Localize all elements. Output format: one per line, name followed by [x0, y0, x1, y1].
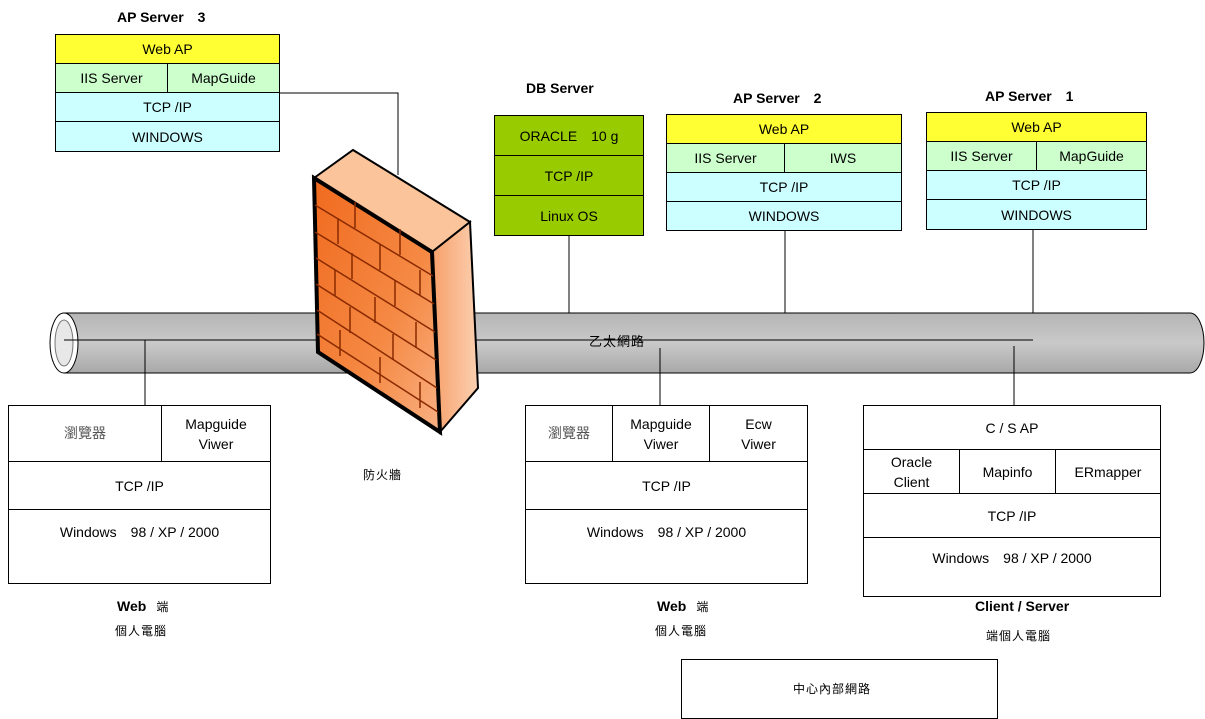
wc2-os-text: Windows 98 / XP / 2000	[586, 524, 747, 540]
wc2-caption-line2: 個人電腦	[655, 624, 708, 638]
ap3-os: WINDOWS	[55, 121, 280, 152]
ap2-os: WINDOWS	[666, 201, 902, 231]
ap-server-2-title: AP Server 2	[733, 90, 822, 106]
wc1-viewer-line1: Mapguide	[185, 415, 247, 432]
db-os: Linux OS	[494, 195, 644, 236]
wc1-caption-cjk: 端	[156, 600, 169, 614]
connector-ap3	[279, 92, 399, 175]
wc1-tcpip: TCP /IP	[8, 461, 271, 510]
wc2-ecw-line2: Viwer	[741, 435, 776, 452]
wc1-caption-en: Web	[117, 598, 147, 614]
ap3-tcpip: TCP /IP	[55, 92, 280, 122]
db-oracle: ORACLE 10 g	[494, 115, 644, 156]
ap3-iis-server: IIS Server	[55, 63, 168, 93]
ap2-web-ap: Web AP	[666, 114, 902, 144]
wc2-caption-en: Web	[657, 598, 687, 614]
cs-tcpip: TCP /IP	[863, 493, 1161, 538]
ap1-tcpip: TCP /IP	[926, 170, 1147, 200]
wc1-os: Windows 98 / XP / 2000	[8, 509, 271, 584]
ap1-os: WINDOWS	[926, 199, 1147, 230]
firewall-icon	[311, 148, 480, 436]
firewall-label: 防火牆	[363, 468, 403, 482]
cs-oracle-line2: Client	[893, 473, 930, 490]
wc1-caption-line2: 個人電腦	[115, 624, 168, 638]
wc2-viewer-line2: Viwer	[643, 435, 679, 452]
wc2-tcpip: TCP /IP	[525, 461, 808, 510]
wc1-mapguide-viewer: Mapguide Viwer	[161, 405, 271, 462]
cs-caption-line1: Client / Server	[975, 598, 1070, 614]
cs-mapinfo: Mapinfo	[959, 449, 1056, 494]
wc2-ecw-viewer: Ecw Viwer	[709, 405, 808, 462]
ethernet-label: 乙太網路	[589, 335, 646, 350]
db-server-title: DB Server	[526, 80, 594, 96]
wc2-browser: 瀏覽器	[525, 405, 613, 462]
wc2-os: Windows 98 / XP / 2000	[525, 509, 808, 584]
ap2-iis-server: IIS Server	[666, 143, 785, 173]
wc2-caption-cjk: 端	[696, 600, 709, 614]
ap1-mapguide: MapGuide	[1036, 141, 1147, 171]
ap1-iis-server: IIS Server	[926, 141, 1037, 171]
ap2-iws: IWS	[784, 143, 902, 173]
wc1-browser: 瀏覽器	[8, 405, 162, 462]
ap3-mapguide: MapGuide	[167, 63, 280, 93]
wc2-caption-line1: Web 端	[657, 598, 708, 615]
internal-network-label: 中心內部網路	[793, 682, 872, 696]
ap1-web-ap: Web AP	[926, 112, 1147, 142]
ap2-tcpip: TCP /IP	[666, 172, 902, 202]
cs-caption-line2: 端個人電腦	[986, 629, 1052, 643]
wc1-viewer-line2: Viwer	[198, 435, 234, 452]
wc2-mapguide-viewer: Mapguide Viwer	[612, 405, 710, 462]
cs-os: Windows 98 / XP / 2000	[863, 537, 1161, 597]
cs-oracle-line1: Oracle	[890, 453, 933, 470]
cs-ap: C / S AP	[863, 405, 1161, 450]
cs-ermapper: ERmapper	[1055, 449, 1161, 494]
wc1-caption-line1: Web 端	[117, 598, 168, 615]
wc2-viewer-line1: Mapguide	[630, 415, 692, 432]
wc2-ecw-line1: Ecw	[745, 415, 772, 432]
db-tcpip: TCP /IP	[494, 155, 644, 196]
ap-server-1-title: AP Server 1	[985, 88, 1074, 104]
ap-server-3-title: AP Server 3	[117, 9, 206, 25]
cs-oracle-client: Oracle Client	[863, 449, 960, 494]
ap3-web-ap: Web AP	[55, 34, 280, 64]
wc1-os-text: Windows 98 / XP / 2000	[59, 524, 220, 540]
